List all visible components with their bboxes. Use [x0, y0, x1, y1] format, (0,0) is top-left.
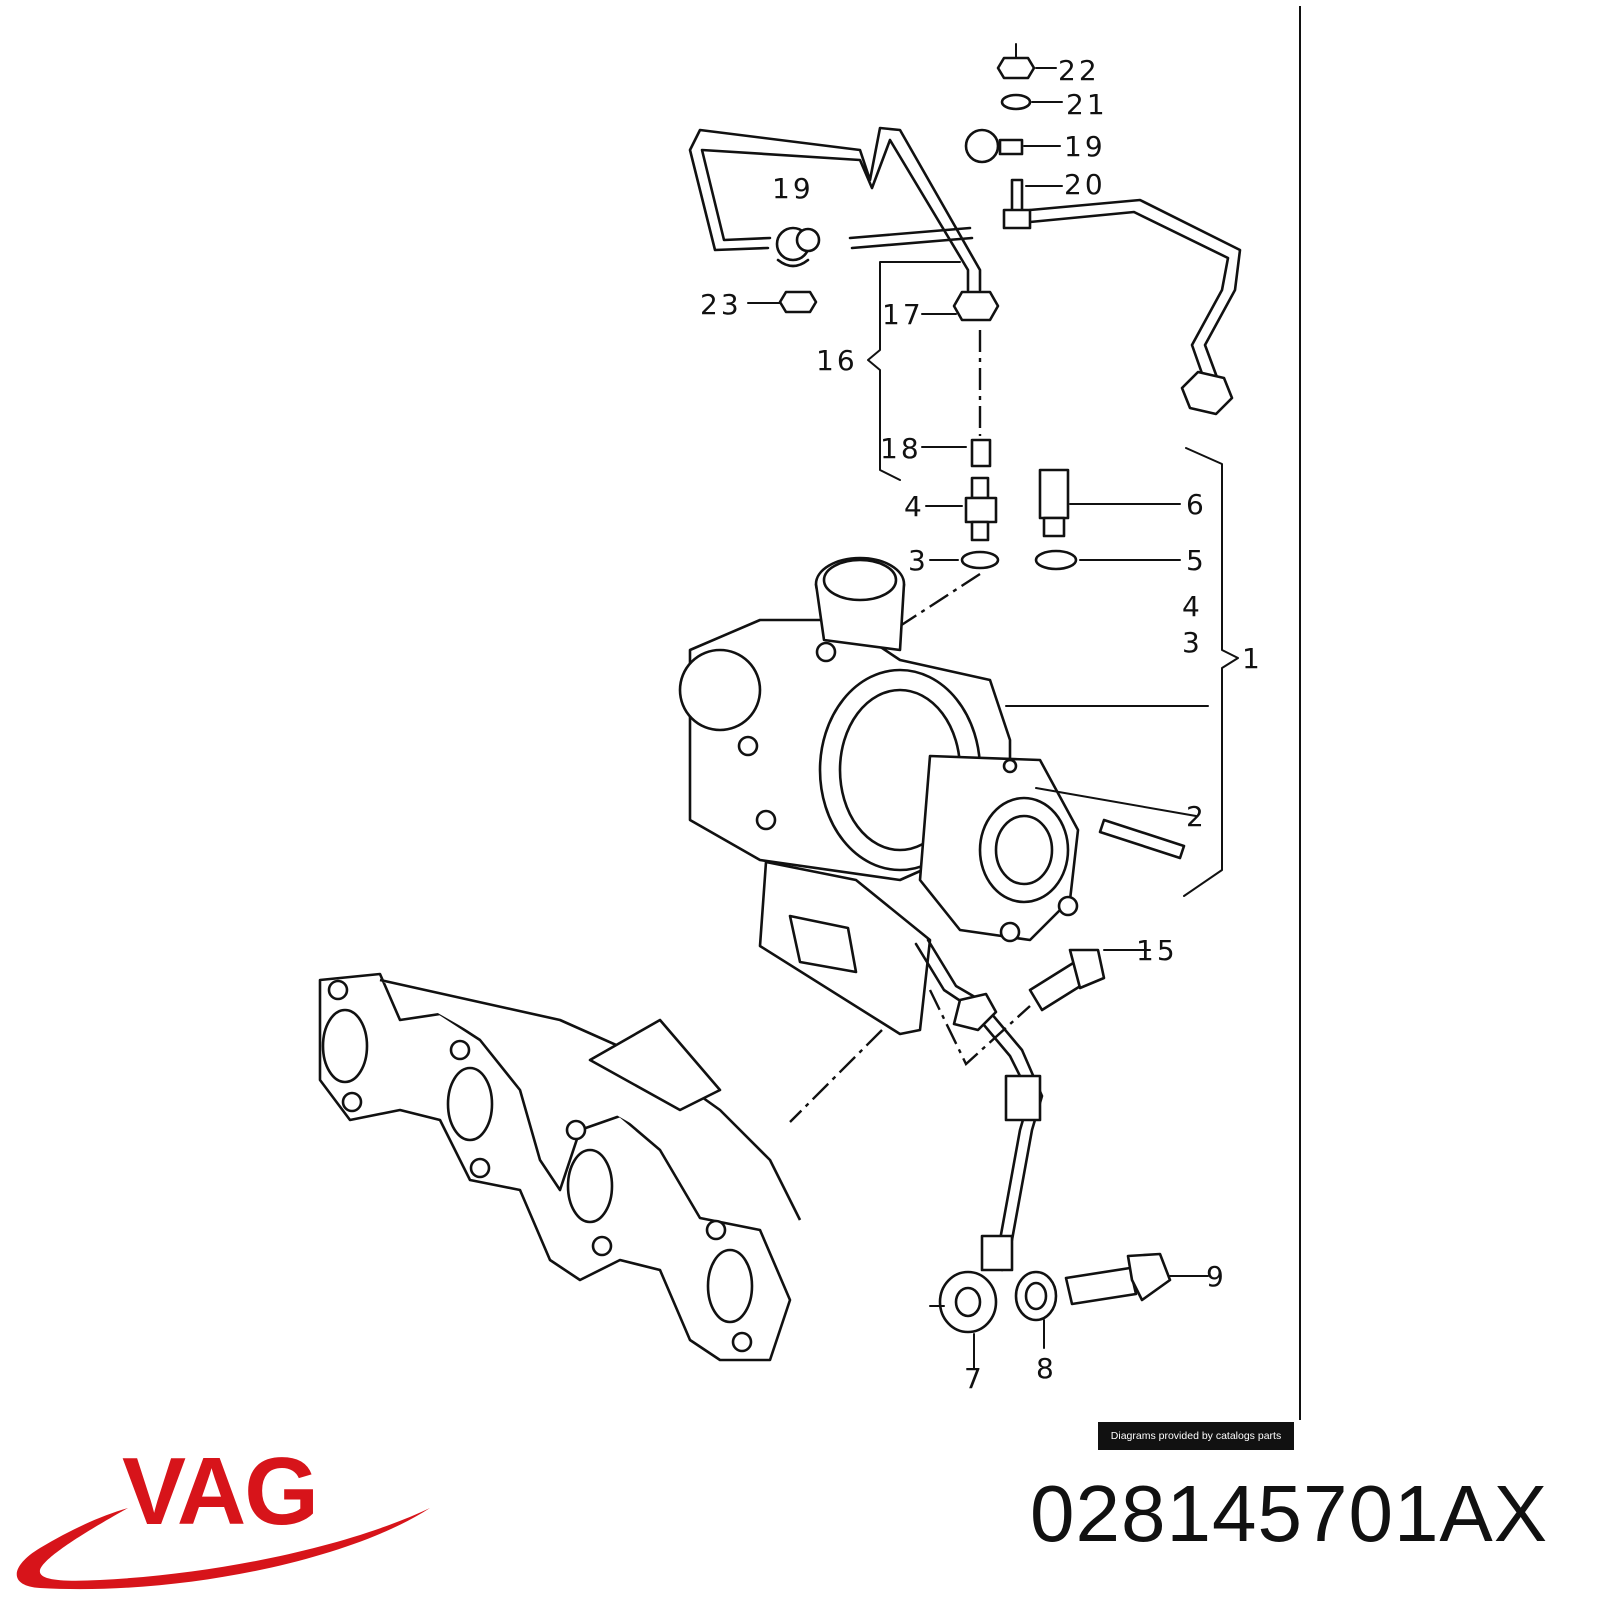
part-number: 028145701AX: [1030, 1469, 1549, 1558]
callout-15: 15: [1136, 934, 1178, 967]
callout-3-list: 3: [1182, 626, 1203, 659]
bracket-1: [1183, 447, 1239, 897]
turbocharger: [678, 556, 1080, 943]
hose-fitting-top: [952, 992, 998, 1032]
washer-5: [1034, 549, 1078, 571]
clamp-19-right: [964, 128, 1024, 164]
callout-9: 9: [1206, 1260, 1227, 1293]
callout-1: 1: [1242, 642, 1263, 675]
stud-2: [1098, 818, 1186, 860]
hose-crimp-upper: [1004, 1074, 1042, 1122]
callout-4-list: 4: [1182, 590, 1203, 623]
bolt-15: [1028, 948, 1106, 1012]
bolt-20: [1002, 178, 1032, 230]
centerline-hose: [928, 989, 1031, 1066]
bracket-16: [867, 261, 961, 481]
clamp-19-left: [775, 226, 821, 268]
callout-19: 19: [1064, 130, 1106, 163]
washer-3: [960, 550, 1000, 570]
oil-return-pipe-upper: [1028, 198, 1242, 384]
union-nut-17: [952, 290, 1000, 322]
callout-19-left: 19: [772, 172, 814, 205]
callout-2: 2: [1186, 800, 1207, 833]
washer-21: [1000, 93, 1032, 111]
callout-8: 8: [1036, 1352, 1057, 1385]
exhaust-manifold: [318, 972, 802, 1362]
callout-6: 6: [1186, 488, 1207, 521]
leader-2: [1035, 787, 1197, 817]
callout-23: 23: [700, 288, 742, 321]
vag-logo-text: VAG: [122, 1438, 317, 1545]
banjo-7: [938, 1270, 998, 1334]
credit-text: Diagrams provided by catalogs parts: [1110, 1430, 1282, 1442]
callout-7: 7: [964, 1362, 985, 1395]
callout-16: 16: [816, 344, 858, 377]
banjo-bolt-9: [1064, 1252, 1172, 1306]
fitting-6: [1038, 468, 1070, 538]
washer-8: [1014, 1270, 1058, 1322]
flange-window: [788, 914, 858, 974]
callout-20: 20: [1064, 168, 1106, 201]
nut-23: [778, 290, 818, 314]
oil-feed-pipe-upper: [688, 126, 982, 292]
credit-banner: [1098, 1422, 1294, 1450]
fitting-4: [964, 476, 998, 542]
hose-crimp-lower: [980, 1234, 1014, 1272]
callout-17: 17: [882, 298, 924, 331]
pipe-joint-line: [848, 226, 974, 250]
callout-4: 4: [904, 490, 925, 523]
centerline-manifold: [789, 1029, 883, 1123]
callout-18: 18: [880, 432, 922, 465]
callout-5: 5: [1186, 544, 1207, 577]
nut-22: [996, 43, 1036, 80]
fitting-18: [970, 438, 992, 468]
vag-logo-swoosh: [16, 1508, 430, 1590]
callout-22: 22: [1058, 54, 1100, 87]
pipe-union-nut: [1180, 370, 1234, 416]
callout-21: 21: [1066, 88, 1108, 121]
callout-3: 3: [908, 544, 929, 577]
